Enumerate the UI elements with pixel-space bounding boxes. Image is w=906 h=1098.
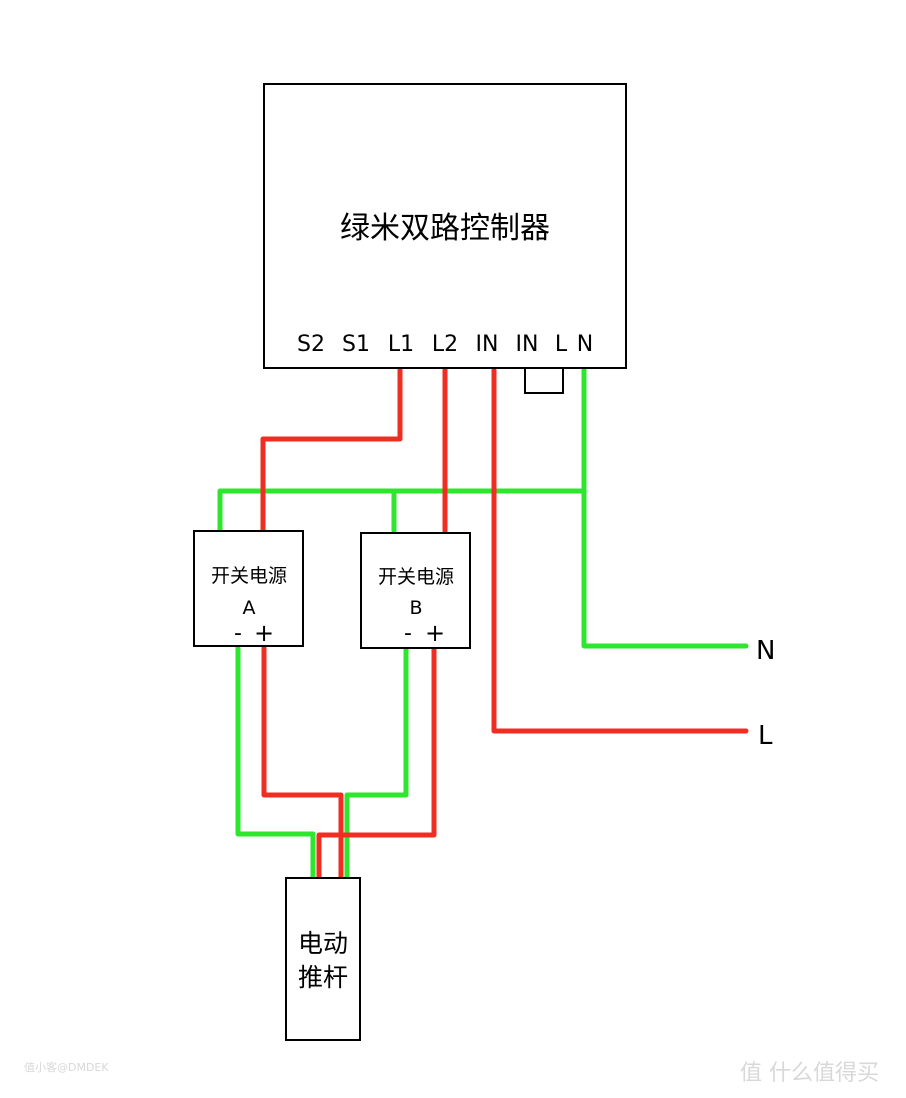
watermark-left: 值小客@DMDEK bbox=[24, 1060, 109, 1074]
actuator-line2: 推杆 bbox=[298, 963, 348, 992]
wire-psu-b-plus bbox=[316, 645, 437, 881]
wire-l1-to-psu-a bbox=[260, 367, 403, 534]
jumper-in-l bbox=[524, 368, 564, 394]
psu-a-minus: - bbox=[234, 621, 242, 646]
wire-psu-a-plus bbox=[261, 645, 344, 881]
terminal-n: N bbox=[577, 332, 593, 357]
watermark-right: 值 什么值得买 bbox=[740, 1061, 879, 1086]
terminal-l2: L2 bbox=[432, 332, 458, 357]
controller-terminals: S2 S1 L1 L2 IN IN L N bbox=[297, 332, 593, 357]
mains-l-label: L bbox=[758, 721, 773, 751]
terminal-s2: S2 bbox=[297, 332, 325, 357]
psu-b-box bbox=[360, 532, 471, 649]
wire-psu-a-minus bbox=[235, 645, 316, 881]
terminal-in-2: IN bbox=[516, 332, 539, 357]
controller: 绿米双路控制器 S2 S1 L1 L2 IN IN L N bbox=[263, 83, 627, 394]
wire-psu-b-minus bbox=[344, 645, 409, 881]
psu-a-title: 开关电源 bbox=[211, 565, 287, 587]
psu-a-box bbox=[193, 530, 304, 647]
terminal-l: L bbox=[555, 332, 568, 357]
psu-b-title: 开关电源 bbox=[378, 566, 454, 588]
psu-a-plus: + bbox=[254, 619, 274, 647]
neutral-wires bbox=[217, 367, 749, 881]
psu-b: 开关电源 B - + bbox=[360, 532, 471, 649]
psu-a-label: A bbox=[243, 597, 256, 619]
wire-n-main bbox=[581, 367, 749, 649]
psu-a: 开关电源 A - + bbox=[193, 530, 304, 647]
controller-title: 绿米双路控制器 bbox=[340, 211, 550, 246]
terminal-s1: S1 bbox=[342, 332, 370, 357]
terminal-l1: L1 bbox=[388, 332, 414, 357]
terminal-in-1: IN bbox=[476, 332, 499, 357]
wire-in-to-l bbox=[491, 367, 749, 734]
psu-b-minus: - bbox=[404, 621, 412, 646]
live-wires bbox=[260, 367, 749, 881]
actuator-line1: 电动 bbox=[298, 929, 348, 958]
wire-n-bus bbox=[217, 488, 587, 534]
psu-b-label: B bbox=[409, 597, 422, 619]
mains-n-label: N bbox=[756, 636, 775, 666]
psu-b-plus: + bbox=[425, 619, 445, 647]
controller-box bbox=[263, 83, 627, 369]
actuator: 电动 推杆 bbox=[285, 877, 361, 1041]
actuator-box bbox=[285, 877, 361, 1041]
